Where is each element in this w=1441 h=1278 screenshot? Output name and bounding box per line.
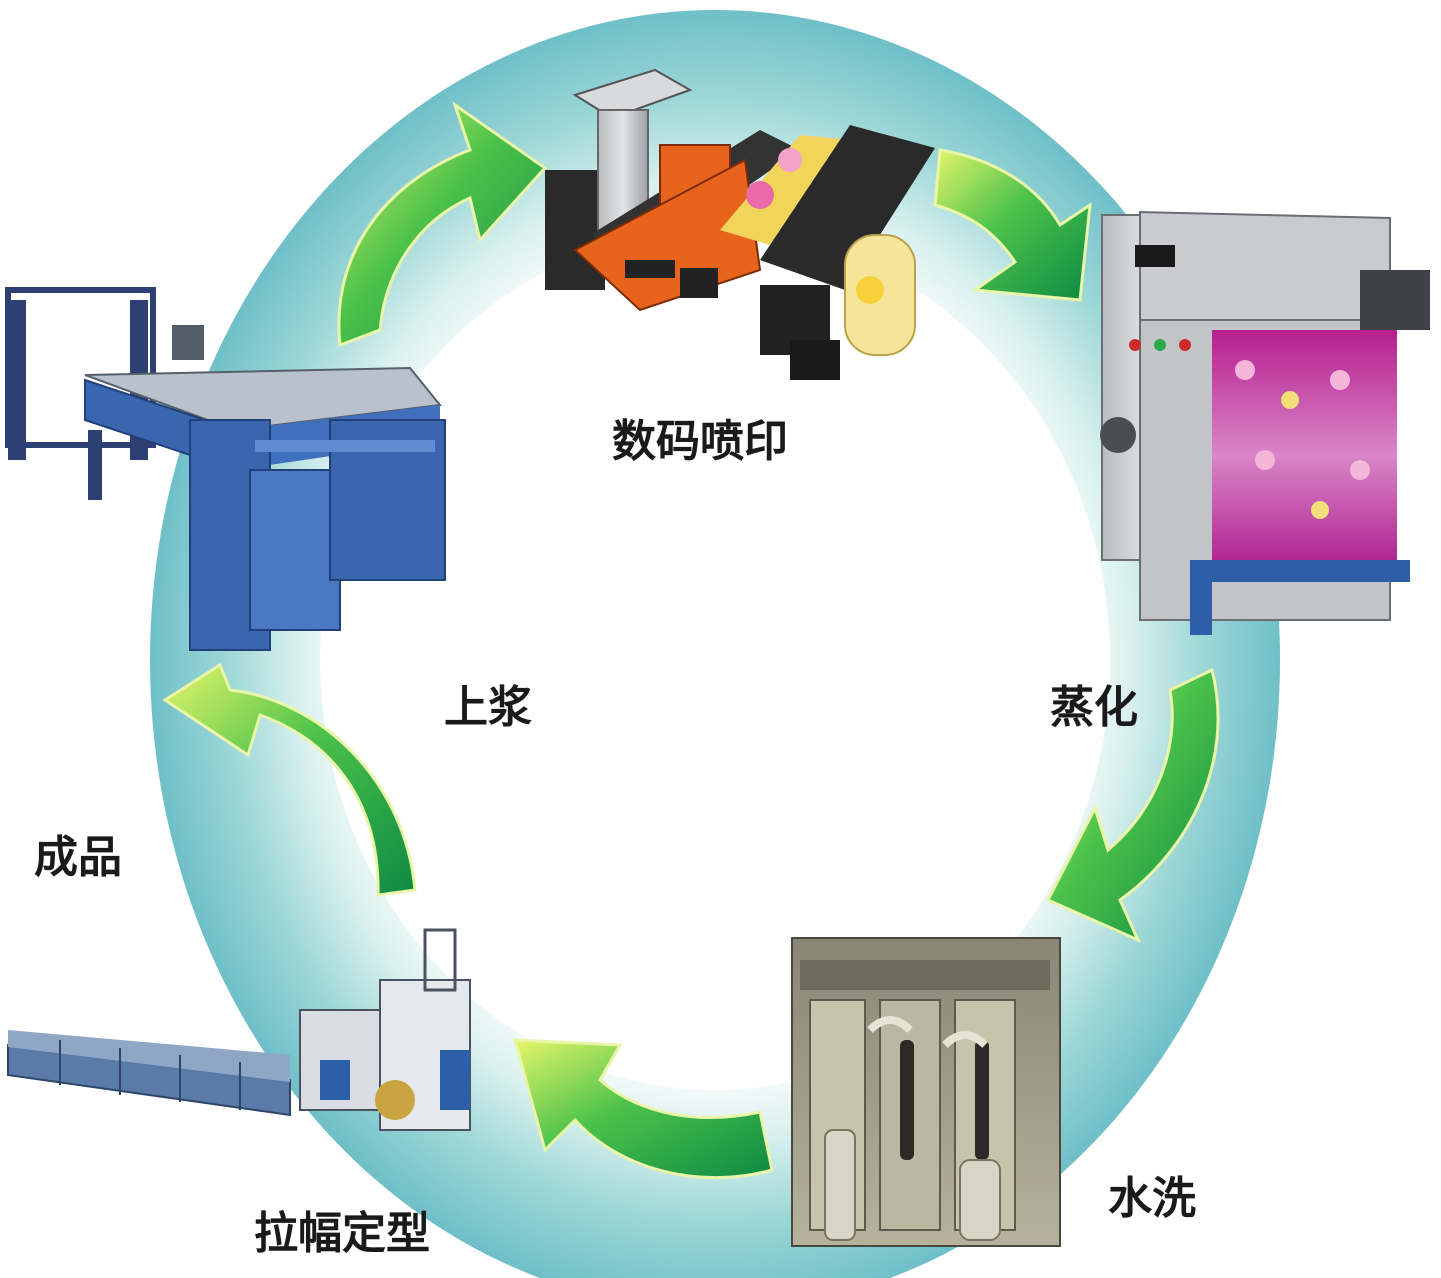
step-label-print: 数码喷印 bbox=[612, 416, 788, 467]
arrow-print-to-steam-icon bbox=[933, 148, 1092, 302]
digital-printer-icon bbox=[545, 68, 935, 380]
step-label-stenter: 拉幅定型 bbox=[254, 1208, 430, 1259]
washing-tank-icon bbox=[791, 937, 1061, 1247]
step-label-size: 上浆 bbox=[444, 682, 532, 733]
steamer-icon bbox=[1100, 210, 1430, 635]
step-label-finish: 成品 bbox=[34, 832, 122, 883]
step-label-wash: 水洗 bbox=[1108, 1173, 1196, 1224]
arrow-wash-to-stenter-icon bbox=[513, 1038, 774, 1180]
flow-arrows bbox=[162, 101, 1220, 1180]
arrow-stenter-to-finish-icon bbox=[162, 662, 417, 897]
sizing-machine-icon bbox=[5, 287, 446, 651]
arrow-steam-to-wash-icon bbox=[1045, 667, 1220, 943]
step-label-steam: 蒸化 bbox=[1050, 682, 1138, 733]
arrow-size-to-print-icon bbox=[337, 101, 548, 348]
stenter-machine-icon bbox=[7, 928, 471, 1131]
